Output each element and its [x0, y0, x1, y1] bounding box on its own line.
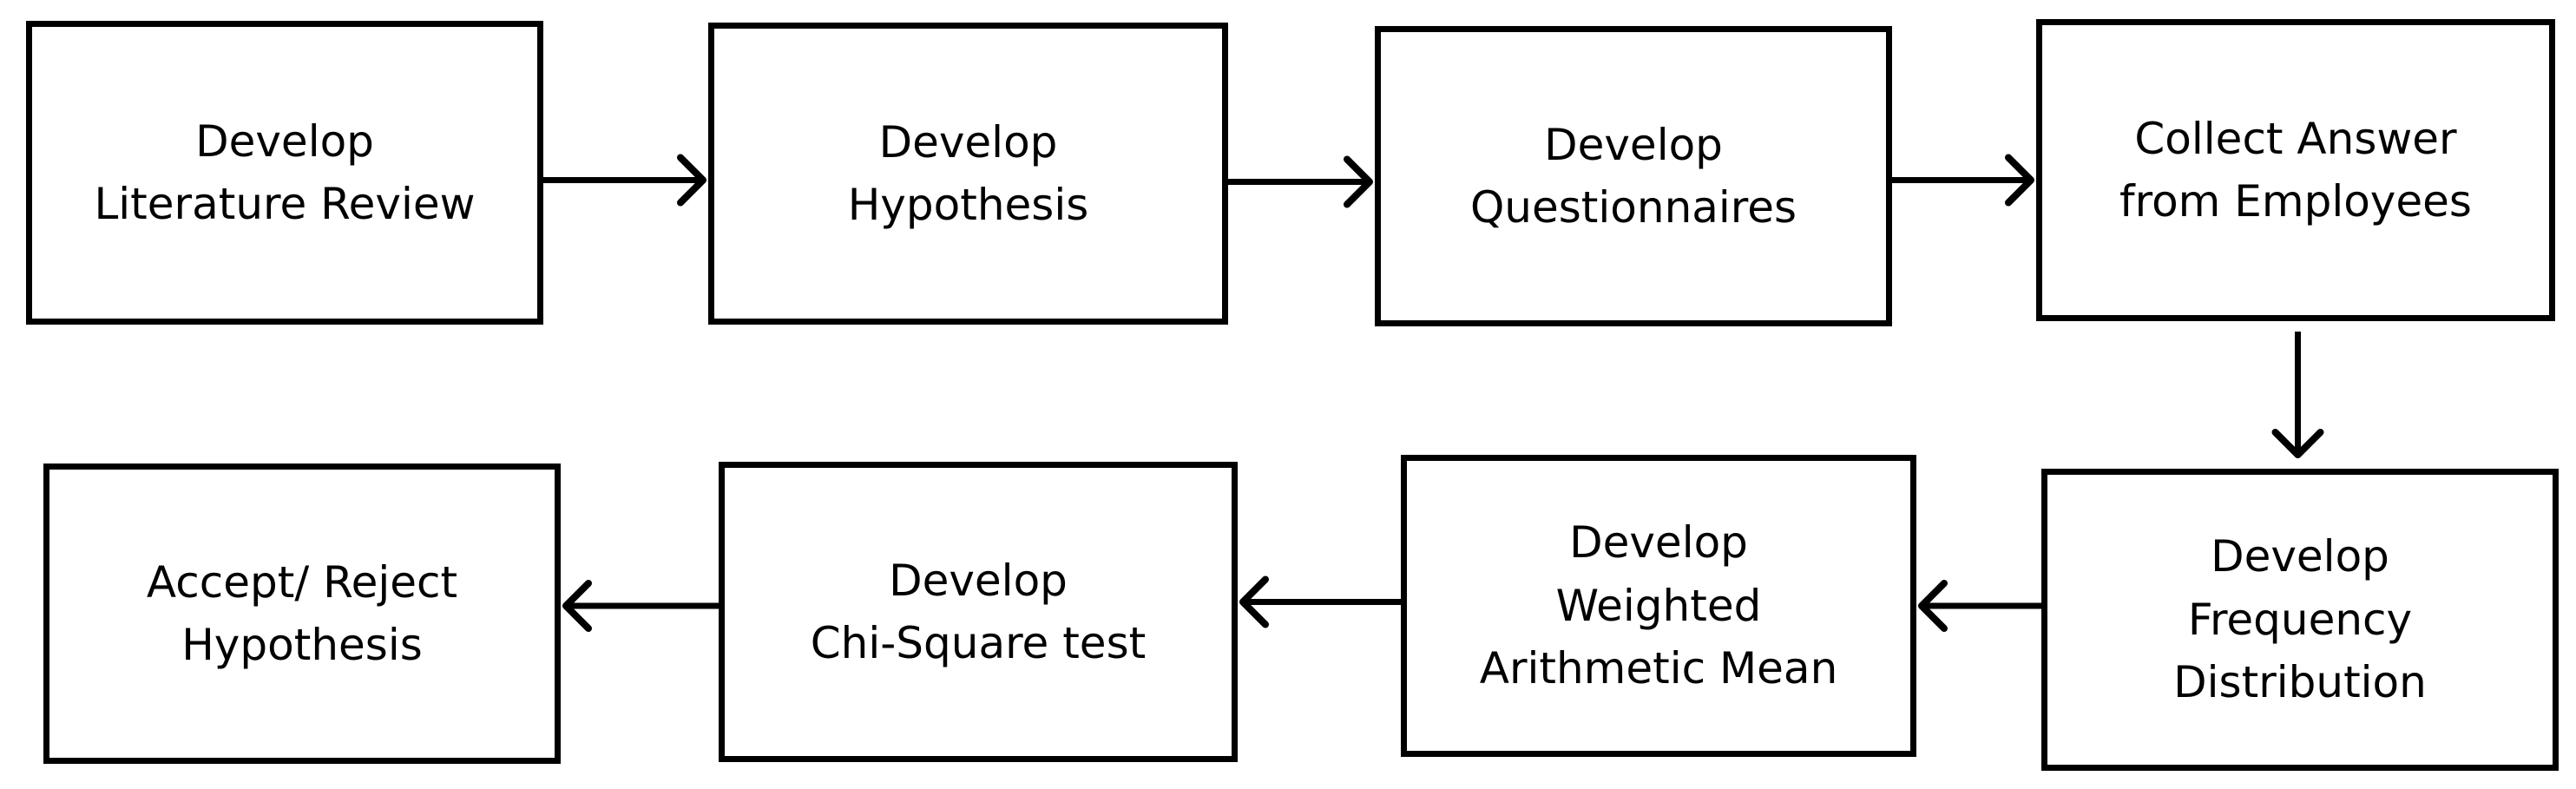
step-label-line: Develop	[2211, 531, 2389, 582]
step-label-line: Develop	[1569, 517, 1748, 569]
arrowhead-icon	[1918, 580, 1948, 632]
step-label: Develop Weighted Arithmetic Mean	[1480, 511, 1838, 700]
step-label: Develop Frequency Distribution	[2173, 525, 2427, 714]
step-develop-frequency-distribution: Develop Frequency Distribution	[2041, 469, 2559, 771]
connector-arrow	[1239, 575, 1401, 628]
connector-arrow	[543, 154, 706, 207]
step-develop-literature-review: Develop Literature Review	[26, 21, 543, 325]
step-label: Develop Literature Review	[94, 110, 475, 236]
step-label-line: Frequency	[2187, 594, 2413, 645]
arrowhead-icon	[2271, 429, 2324, 458]
step-label-line: Develop	[195, 115, 374, 167]
step-develop-questionnaires: Develop Questionnaires	[1375, 26, 1892, 326]
step-label-line: Hypothesis	[847, 180, 1089, 230]
step-collect-answer-from-employees: Collect Answer from Employees	[2036, 19, 2555, 321]
step-label-line: Arithmetic Mean	[1479, 643, 1838, 694]
arrowhead-icon	[2005, 154, 2034, 207]
step-accept-reject-hypothesis: Accept/ Reject Hypothesis	[43, 464, 561, 764]
step-develop-hypothesis: Develop Hypothesis	[708, 23, 1228, 325]
arrowhead-icon	[1239, 575, 1269, 628]
connector-arrow	[1918, 580, 2041, 632]
step-label-line: Distribution	[2173, 657, 2427, 708]
step-label-line: Questionnaires	[1469, 182, 1797, 233]
step-label-line: Develop	[878, 116, 1058, 168]
step-label: Develop Questionnaires	[1470, 114, 1797, 240]
connector-arrow	[2271, 332, 2324, 458]
step-label-line: Collect Answer	[2134, 113, 2457, 164]
connector-arrow	[562, 580, 719, 632]
step-label: Develop Chi-Square test	[811, 549, 1146, 675]
step-label: Collect Answer from Employees	[2119, 108, 2472, 233]
step-label-line: Develop	[1544, 119, 1723, 170]
step-label: Accept/ Reject Hypothesis	[147, 551, 457, 677]
arrowhead-icon	[1344, 155, 1373, 208]
step-label-line: Develop	[889, 555, 1068, 606]
step-label-line: Accept/ Reject	[146, 556, 458, 608]
step-develop-weighted-arithmetic-mean: Develop Weighted Arithmetic Mean	[1401, 455, 1916, 757]
connector-arrow	[1892, 154, 2034, 207]
step-label-line: from Employees	[2119, 176, 2472, 227]
step-label-line: Literature Review	[94, 179, 476, 229]
step-label-line: Chi-Square test	[810, 618, 1147, 668]
step-label-line: Hypothesis	[181, 620, 423, 670]
arrowhead-icon	[562, 580, 592, 632]
step-develop-chi-square-test: Develop Chi-Square test	[719, 462, 1238, 762]
connector-arrow	[1228, 155, 1373, 208]
arrowhead-icon	[677, 154, 706, 207]
step-label: Develop Hypothesis	[848, 111, 1089, 237]
step-label-line: Weighted	[1555, 580, 1762, 631]
